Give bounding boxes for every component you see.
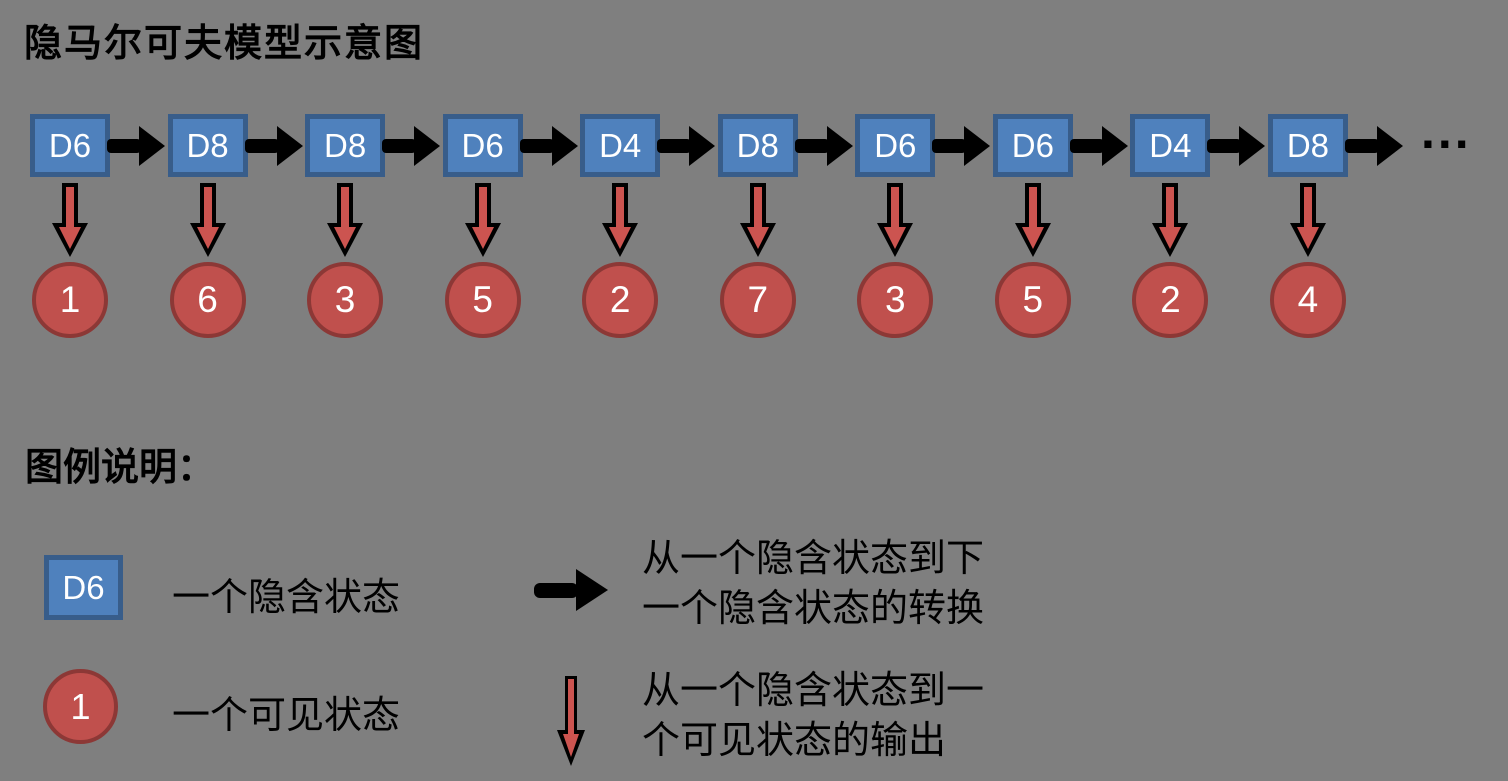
legend-visible-state-symbol: 1 bbox=[70, 685, 91, 727]
transition-arrow-icon bbox=[932, 126, 991, 166]
hidden-state-label: D4 bbox=[599, 126, 642, 164]
legend-hidden-state-box: D6 bbox=[44, 555, 123, 620]
page-title: 隐马尔可夫模型示意图 bbox=[24, 23, 425, 65]
transition-arrow-icon bbox=[1207, 126, 1266, 166]
hidden-state-label: D6 bbox=[1011, 126, 1054, 164]
hidden-state-box: D4 bbox=[580, 114, 661, 177]
visible-state-circle: 2 bbox=[1132, 262, 1209, 338]
hidden-state-label: D8 bbox=[324, 126, 367, 164]
legend-emission-description: 从一个隐含状态到一 个可见状态的输出 bbox=[642, 666, 984, 766]
hmm-node: D6 5 bbox=[992, 114, 1128, 346]
hmm-chain: D6 1 D8 6 D8 3 D6 5 D4 2 bbox=[30, 114, 1403, 346]
visible-state-label: 2 bbox=[1160, 279, 1181, 320]
visible-state-label: 3 bbox=[884, 279, 906, 320]
emission-arrow-icon bbox=[189, 183, 226, 257]
visible-state-circle: 3 bbox=[307, 262, 384, 338]
hidden-state-label: D4 bbox=[1149, 126, 1192, 164]
hidden-state-box: D6 bbox=[992, 114, 1073, 177]
emission-arrow-icon bbox=[739, 183, 776, 257]
visible-state-circle: 5 bbox=[444, 262, 521, 338]
transition-arrow-icon bbox=[657, 126, 716, 166]
chain-continuation-ellipsis: ... bbox=[1421, 103, 1472, 159]
transition-arrow-icon bbox=[1069, 126, 1128, 166]
legend-visible-state-circle: 1 bbox=[43, 669, 118, 744]
hidden-state-label: D8 bbox=[186, 126, 229, 164]
transition-arrow-icon bbox=[382, 126, 441, 166]
visible-state-circle: 4 bbox=[1269, 262, 1346, 338]
emission-arrow-icon bbox=[464, 183, 501, 257]
legend-emission-arrow-icon bbox=[557, 676, 585, 766]
visible-state-label: 6 bbox=[197, 279, 218, 320]
legend-emission-line1: 从一个隐含状态到一 bbox=[642, 670, 985, 712]
legend-transition-description: 从一个隐含状态到下 一个隐含状态的转换 bbox=[642, 534, 984, 634]
emission-arrow-icon bbox=[327, 183, 364, 257]
hmm-node: D4 2 bbox=[1130, 114, 1266, 346]
hidden-state-box: D6 bbox=[855, 114, 936, 177]
legend-heading: 图例说明： bbox=[25, 447, 216, 489]
legend-hidden-state-label: 一个隐含状态 bbox=[172, 577, 401, 619]
legend-hidden-state-symbol: D6 bbox=[62, 568, 105, 606]
hmm-node: D6 5 bbox=[442, 114, 578, 346]
legend-visible-state-label: 一个可见状态 bbox=[172, 695, 401, 737]
transition-arrow-icon bbox=[519, 126, 578, 166]
hidden-state-label: D8 bbox=[1286, 126, 1330, 164]
visible-state-label: 5 bbox=[1022, 279, 1044, 320]
hidden-state-box: D8 bbox=[717, 114, 798, 177]
hidden-state-box: D8 bbox=[167, 114, 248, 177]
hidden-state-label: D6 bbox=[461, 126, 504, 164]
emission-arrow-icon bbox=[1014, 183, 1051, 257]
hmm-node: D8 4 bbox=[1267, 114, 1403, 346]
hidden-state-box: D8 bbox=[305, 114, 386, 177]
emission-arrow-icon bbox=[1289, 183, 1326, 257]
hidden-state-box: D4 bbox=[1130, 114, 1211, 177]
transition-arrow-icon bbox=[244, 126, 303, 166]
visible-state-label: 2 bbox=[609, 279, 631, 320]
emission-arrow-icon bbox=[877, 183, 914, 257]
legend-emission-line2: 个可见状态的输出 bbox=[642, 720, 947, 762]
visible-state-circle: 1 bbox=[32, 262, 108, 338]
legend-transition-arrow-icon bbox=[534, 569, 608, 611]
hmm-node: D6 3 bbox=[855, 114, 991, 346]
hidden-state-label: D6 bbox=[874, 126, 917, 164]
hmm-node: D8 7 bbox=[717, 114, 853, 346]
hmm-node: D8 6 bbox=[167, 114, 303, 346]
visible-state-circle: 6 bbox=[169, 262, 246, 338]
visible-state-circle: 2 bbox=[582, 262, 659, 338]
transition-arrow-icon bbox=[794, 126, 853, 166]
emission-arrow-icon bbox=[52, 183, 88, 257]
hidden-state-box: D8 bbox=[1267, 114, 1348, 177]
hidden-state-label: D6 bbox=[48, 126, 92, 164]
emission-arrow-icon bbox=[1152, 183, 1189, 257]
visible-state-circle: 5 bbox=[994, 262, 1071, 338]
transition-arrow-icon bbox=[107, 126, 165, 166]
visible-state-circle: 3 bbox=[857, 262, 934, 338]
visible-state-label: 3 bbox=[334, 279, 356, 320]
visible-state-circle: 7 bbox=[719, 262, 796, 338]
hidden-state-label: D8 bbox=[736, 126, 779, 164]
legend-transition-line1: 从一个隐含状态到下 bbox=[642, 538, 985, 580]
visible-state-label: 4 bbox=[1297, 279, 1319, 320]
visible-state-label: 5 bbox=[472, 279, 493, 320]
visible-state-label: 7 bbox=[747, 279, 769, 320]
hmm-node: D8 3 bbox=[305, 114, 441, 346]
hidden-state-box: D6 bbox=[442, 114, 523, 177]
visible-state-label: 1 bbox=[59, 279, 81, 320]
hmm-node: D4 2 bbox=[580, 114, 716, 346]
hidden-state-box: D6 bbox=[30, 114, 110, 177]
legend-transition-line2: 一个隐含状态的转换 bbox=[642, 588, 985, 630]
emission-arrow-icon bbox=[602, 183, 639, 257]
transition-arrow-icon bbox=[1344, 126, 1403, 166]
hmm-node: D6 1 bbox=[30, 114, 165, 346]
